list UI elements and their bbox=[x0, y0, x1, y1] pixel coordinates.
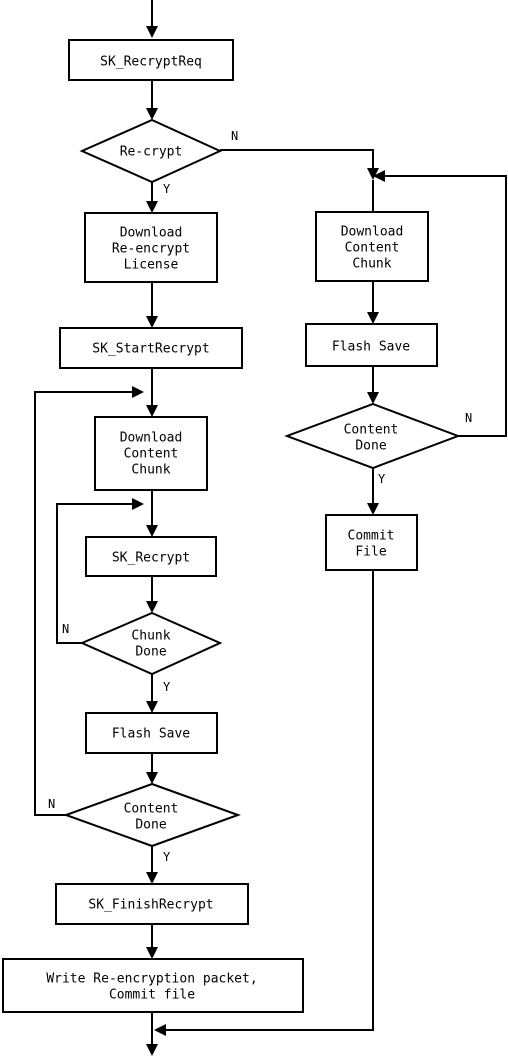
node-start-recrypt: SK_StartRecrypt bbox=[59, 327, 243, 369]
decision-recrypt-label: Re-crypt bbox=[120, 145, 183, 160]
edge-contentdone-right-no bbox=[383, 175, 507, 437]
node-download-license: Download Re-encrypt License bbox=[84, 212, 218, 283]
arrowhead bbox=[146, 316, 158, 328]
node-download-chunk-right-line3: Chunk bbox=[352, 257, 391, 272]
arrowhead bbox=[373, 170, 385, 182]
node-finish-recrypt: SK_FinishRecrypt bbox=[55, 883, 249, 925]
node-commit-file-line2: File bbox=[355, 545, 386, 560]
edge-chunkdone-no bbox=[56, 503, 134, 644]
decision-content-done-left-line1: Content bbox=[124, 802, 179, 817]
node-download-chunk-left-line2: Content bbox=[124, 447, 179, 462]
node-finish-recrypt-label: SK_FinishRecrypt bbox=[88, 898, 213, 913]
arrowhead bbox=[132, 498, 144, 510]
edge-decision-no bbox=[220, 149, 374, 170]
node-download-chunk-left: Download Content Chunk bbox=[94, 416, 208, 491]
node-sk-recrypt-label: SK_Recrypt bbox=[112, 551, 190, 566]
node-download-chunk-left-line3: Chunk bbox=[131, 463, 170, 478]
arrowhead bbox=[146, 525, 158, 537]
arrowhead bbox=[367, 392, 379, 404]
arrowhead bbox=[132, 386, 144, 398]
edge-contentdone-left-no bbox=[34, 391, 134, 816]
arrowhead bbox=[154, 1024, 166, 1036]
arrowhead bbox=[146, 601, 158, 613]
node-sk-recrypt: SK_Recrypt bbox=[85, 536, 217, 577]
node-recrypt-req: SK_RecryptReq bbox=[68, 39, 234, 81]
arrowhead bbox=[146, 701, 158, 713]
decision-content-done-right-line2: Done bbox=[355, 439, 386, 454]
decision-content-done-right-line1: Content bbox=[344, 423, 399, 438]
label-recrypt-yes: Y bbox=[163, 182, 171, 196]
arrowhead bbox=[367, 168, 379, 180]
label-content-left-yes: Y bbox=[163, 850, 171, 864]
node-start-recrypt-label: SK_StartRecrypt bbox=[92, 342, 209, 357]
arrowhead bbox=[146, 26, 158, 38]
node-write-packet-line2: Commit file bbox=[109, 988, 195, 1003]
node-flash-save-right: Flash Save bbox=[305, 323, 438, 367]
label-content-right-yes: Y bbox=[378, 472, 386, 486]
label-recrypt-no: N bbox=[231, 129, 238, 143]
node-download-chunk-right: Download Content Chunk bbox=[315, 211, 429, 282]
arrowhead bbox=[367, 312, 379, 324]
decision-chunk-done-line2: Done bbox=[135, 645, 166, 660]
arrowhead bbox=[367, 503, 379, 515]
decision-content-done-left-line2: Done bbox=[135, 818, 166, 833]
node-download-license-line1: Download bbox=[120, 226, 183, 241]
node-flash-save-left-label: Flash Save bbox=[112, 727, 190, 742]
node-write-packet: Write Re-encryption packet, Commit file bbox=[2, 958, 304, 1013]
arrowhead bbox=[146, 772, 158, 784]
decision-chunk-done: Chunk Done bbox=[79, 611, 223, 676]
decision-recrypt: Re-crypt bbox=[79, 118, 223, 184]
arrowhead bbox=[146, 1044, 158, 1056]
label-chunk-yes: Y bbox=[163, 680, 171, 694]
label-chunk-no: N bbox=[62, 622, 69, 636]
decision-content-done-right: Content Done bbox=[284, 402, 461, 470]
node-commit-file: Commit File bbox=[325, 514, 418, 571]
decision-content-done-left: Content Done bbox=[63, 782, 241, 848]
edge-labels: N Y N Y N Y N Y bbox=[48, 129, 472, 864]
decision-chunk-done-line1: Chunk bbox=[131, 629, 170, 644]
node-download-license-line3: License bbox=[124, 258, 179, 273]
node-recrypt-req-label: SK_RecryptReq bbox=[100, 55, 202, 70]
node-flash-save-right-label: Flash Save bbox=[332, 340, 410, 355]
node-write-packet-line1: Write Re-encryption packet, bbox=[46, 972, 257, 987]
arrowhead bbox=[146, 405, 158, 417]
arrowhead bbox=[146, 872, 158, 884]
edge-commit-to-exit bbox=[164, 570, 374, 1031]
node-download-chunk-right-line2: Content bbox=[345, 241, 400, 256]
connectors bbox=[34, 0, 507, 1056]
label-content-right-no: N bbox=[465, 411, 472, 425]
label-content-left-no: N bbox=[48, 797, 55, 811]
node-download-chunk-right-line1: Download bbox=[341, 225, 404, 240]
arrowhead bbox=[146, 947, 158, 959]
node-download-license-line2: Re-encrypt bbox=[112, 242, 190, 257]
node-flash-save-left: Flash Save bbox=[85, 712, 218, 754]
arrowhead bbox=[146, 201, 158, 213]
arrowhead bbox=[146, 108, 158, 120]
node-commit-file-line1: Commit bbox=[348, 529, 395, 544]
node-download-chunk-left-line1: Download bbox=[120, 431, 183, 446]
